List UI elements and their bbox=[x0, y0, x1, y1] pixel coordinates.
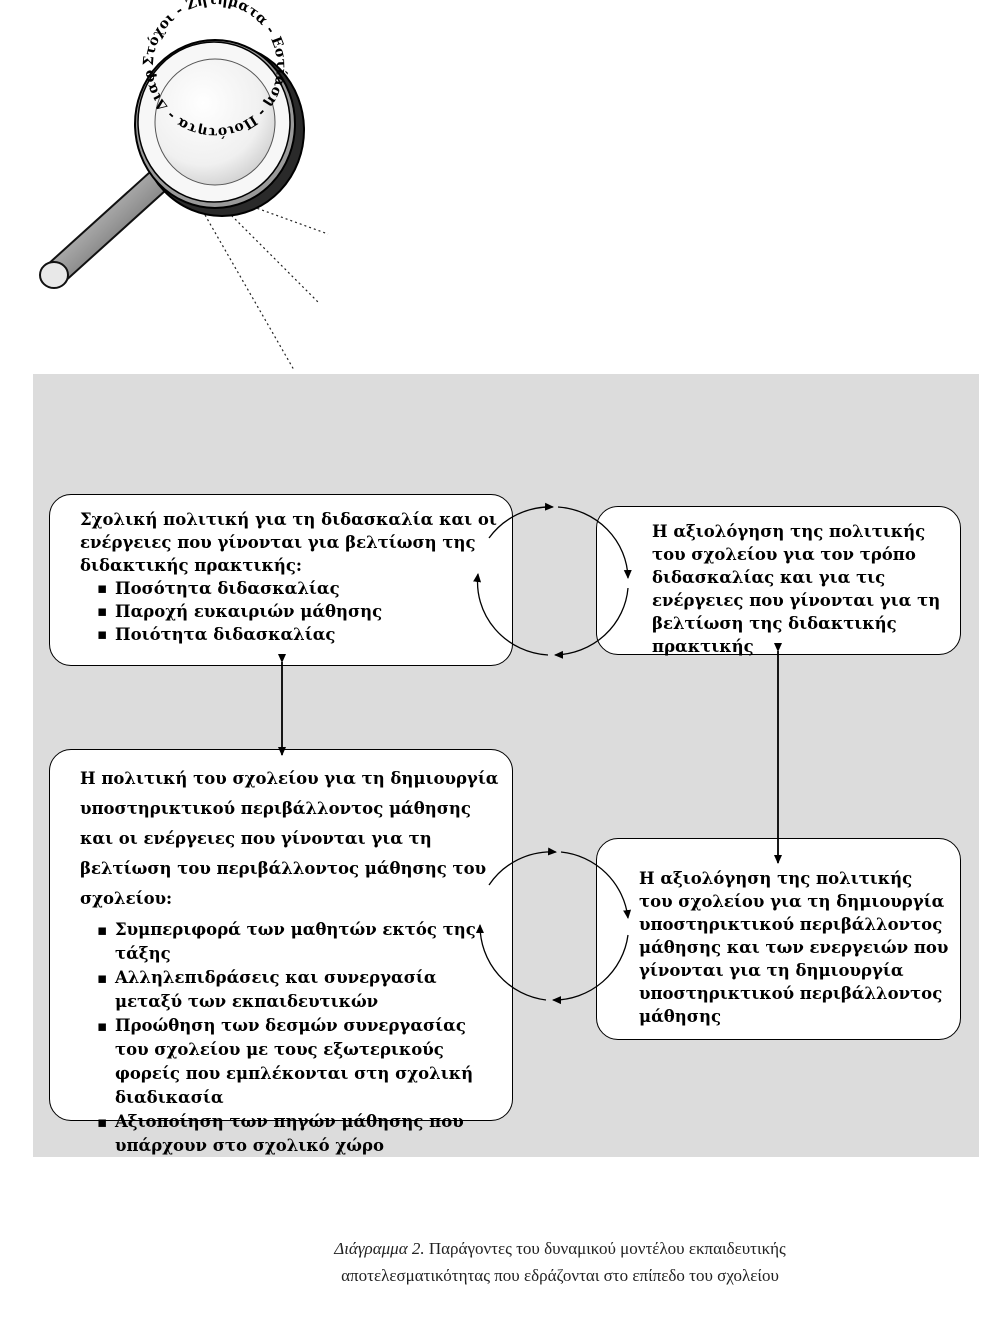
school-teaching-policy-box: Σχολική πολιτική για τη διδασκαλία και ο… bbox=[49, 494, 513, 666]
list-item: Αλληλεπιδράσεις και συνεργασία μεταξύ τω… bbox=[80, 966, 500, 1014]
list-item: Ποσότητα διδασκαλίας bbox=[80, 577, 500, 600]
learning-environment-evaluation-text: Η αξιολόγηση της πολιτικής του σχολείου … bbox=[639, 869, 949, 1026]
learning-environment-policy-box: Η πολιτική του σχολείου για τη δημιουργί… bbox=[49, 749, 513, 1155]
teaching-policy-intro: Σχολική πολιτική για τη διδασκαλία και ο… bbox=[80, 510, 497, 575]
magnifier-handle bbox=[39, 170, 168, 289]
teaching-evaluation-text: Η αξιολόγηση της πολιτικής του σχολείου … bbox=[652, 522, 941, 656]
learning-environment-evaluation-box: Η αξιολόγηση της πολιτικής του σχολείου … bbox=[596, 838, 961, 1040]
learning-environment-intro: Η πολιτική του σχολείου για τη δημιουργί… bbox=[80, 769, 499, 908]
list-item: Συμπεριφορά των μαθητών εκτός της τάξης bbox=[80, 918, 500, 966]
caption-line-2: αποτελεσματικότητας που εδράζονται στο ε… bbox=[341, 1266, 779, 1285]
list-item: Προώθηση των δεσμών συνεργασίας του σχολ… bbox=[80, 1014, 500, 1110]
caption-number: Διάγραμμα 2. bbox=[334, 1239, 425, 1258]
figure-caption: Διάγραμμα 2. Παράγοντες του δυναμικού μο… bbox=[160, 1235, 960, 1289]
learning-environment-list: Συμπεριφορά των μαθητών εκτός της τάξης … bbox=[80, 918, 500, 1158]
teaching-policy-list: Ποσότητα διδασκαλίας Παροχή ευκαιριών μά… bbox=[80, 577, 500, 646]
magnifier-illustration: Στόχοι - Ζητήματα - Εστίαση - Ποιότητα -… bbox=[0, 0, 329, 371]
light-rays bbox=[204, 204, 329, 371]
caption-line-1: Παράγοντες του δυναμικού μοντέλου εκπαιδ… bbox=[428, 1239, 786, 1258]
list-item: Αξιοποίηση των πηγών μάθησης που υπάρχου… bbox=[80, 1110, 500, 1158]
list-item: Παροχή ευκαιριών μάθησης bbox=[80, 600, 500, 623]
teaching-policy-evaluation-box: Η αξιολόγηση της πολιτικής του σχολείου … bbox=[596, 506, 961, 656]
list-item: Ποιότητα διδασκαλίας bbox=[80, 623, 500, 646]
